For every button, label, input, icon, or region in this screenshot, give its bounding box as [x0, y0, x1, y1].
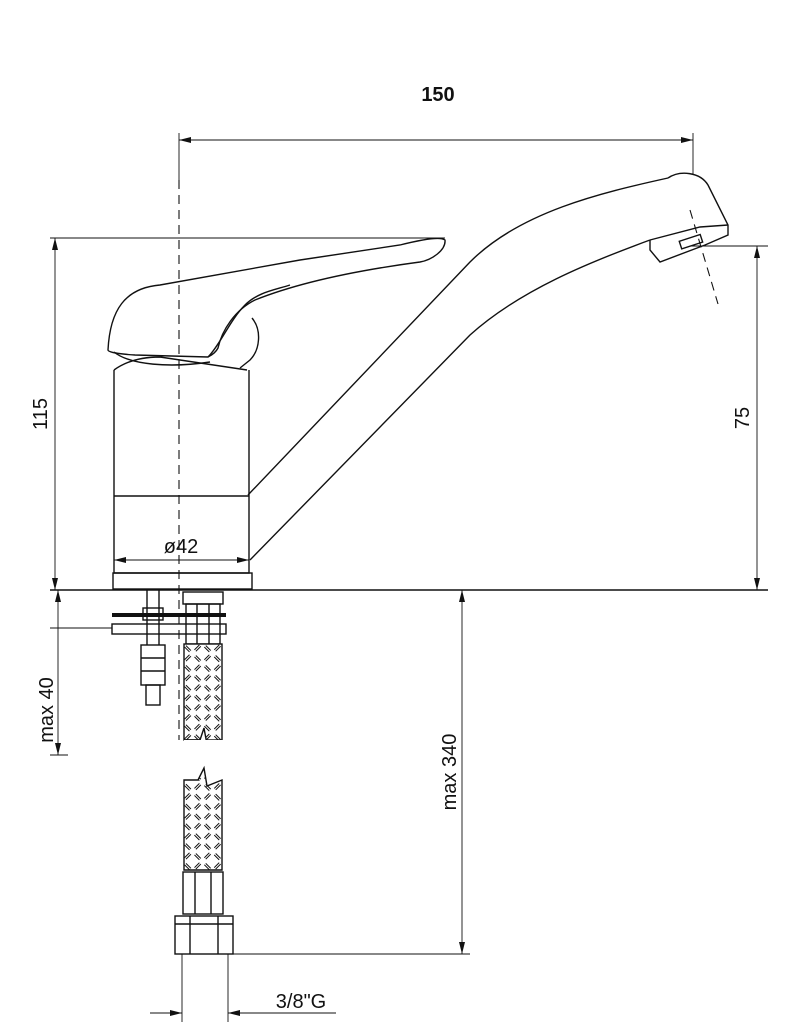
faucet-body [107, 172, 729, 590]
dimension-height-label: 115 [30, 398, 52, 430]
dimension-spout-height: 75 [690, 245, 768, 590]
dimension-thread-label: 3/8"G [276, 991, 326, 1013]
braided-hose-upper [183, 643, 224, 770]
dimension-diameter-label: ø42 [164, 536, 198, 558]
mounting-hardware [111, 590, 227, 706]
dimension-max-hose: max 340 [175, 590, 470, 955]
dimension-height: 115 [30, 237, 445, 590]
dimension-width: 150 [178, 84, 694, 180]
dimension-max-hose-label: max 340 [439, 734, 461, 811]
dimension-max-mount: max 40 [36, 590, 112, 756]
dimension-max-mount-label: max 40 [36, 677, 58, 743]
dimension-spout-height-label: 75 [732, 407, 754, 429]
dimension-thread: 3/8"G [150, 954, 336, 1022]
braided-hose-lower [174, 765, 234, 955]
dimension-diameter: ø42 [114, 536, 249, 563]
dimension-width-label: 150 [421, 84, 454, 106]
